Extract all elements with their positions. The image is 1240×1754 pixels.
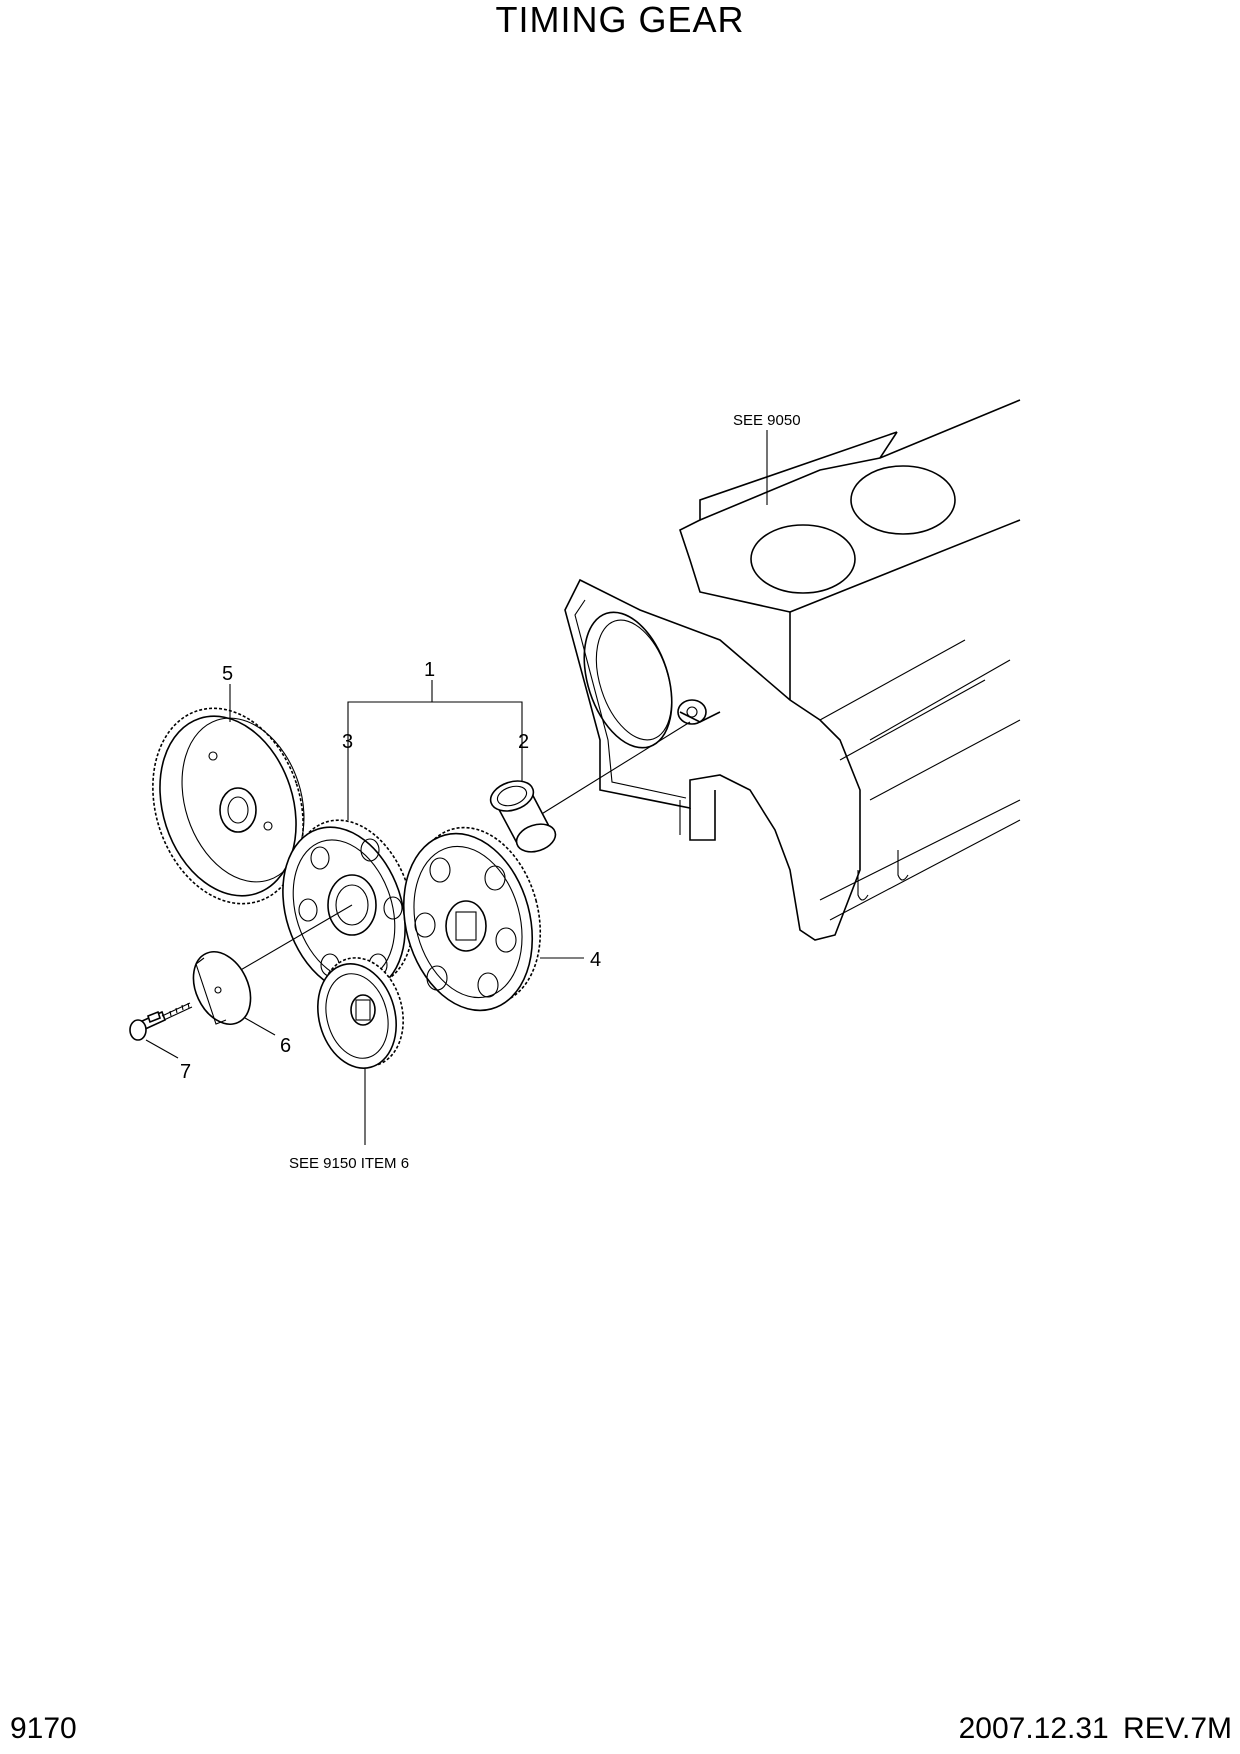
idler-centerline: [539, 721, 691, 816]
reference-see-9050: SEE 9050: [733, 412, 801, 429]
engine-block: [564, 399, 1021, 941]
callout-3: 3: [342, 731, 353, 753]
callout-1: 1: [424, 659, 435, 681]
page-title: TIMING GEAR: [495, 0, 745, 40]
callout-6: 6: [280, 1035, 291, 1057]
bracket-item-1: [347, 701, 523, 752]
cylinder-bore: [850, 465, 956, 535]
flange-bolt: [129, 1002, 193, 1041]
revision-date: 2007.12.31 REV.7M: [958, 1712, 1232, 1745]
callout-2: 2: [518, 731, 529, 753]
leader-7: [145, 1039, 179, 1059]
callout-4: 4: [590, 949, 601, 971]
leader-6: [244, 1017, 276, 1036]
thrust-plate: [192, 951, 252, 1025]
reference-see-9150-item-6: SEE 9150 ITEM 6: [289, 1155, 409, 1172]
crankshaft-gear: [317, 957, 404, 1069]
callout-5: 5: [222, 663, 233, 685]
callout-7: 7: [180, 1061, 191, 1083]
idler-bushing: [489, 780, 557, 853]
camshaft-gear: [152, 707, 305, 905]
cylinder-bore: [750, 524, 856, 594]
page-number: 9170: [10, 1712, 77, 1745]
injection-pump-gear: [402, 826, 542, 1012]
idler-gear: [282, 819, 414, 994]
